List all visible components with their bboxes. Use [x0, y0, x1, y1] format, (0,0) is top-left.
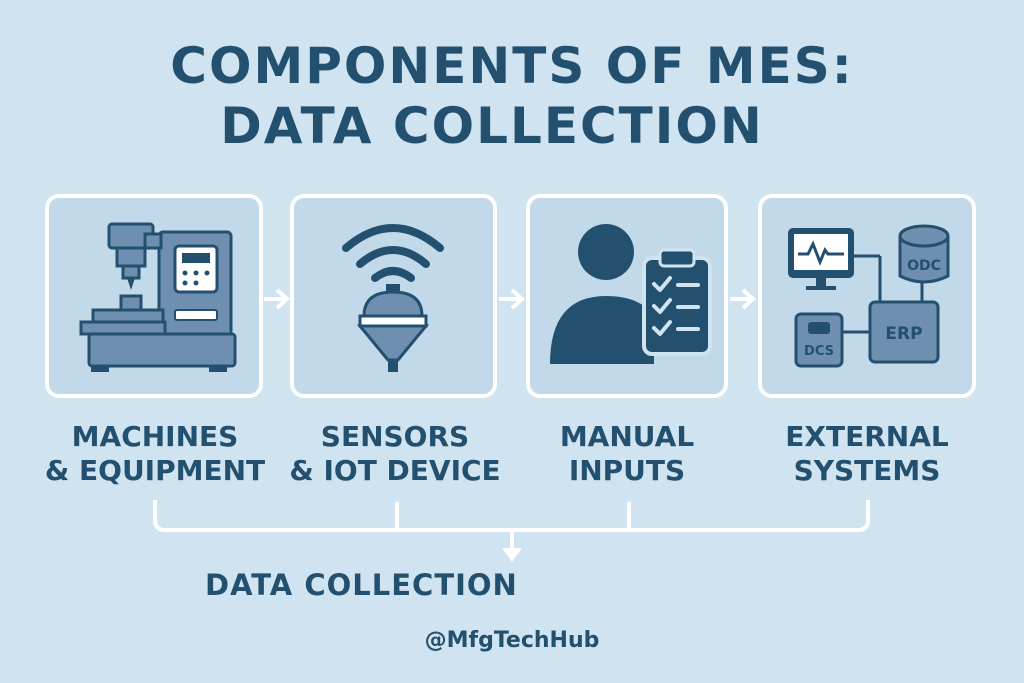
external-systems-label: EXTERNAL SYSTEMS	[757, 420, 977, 488]
odc-label: ODC	[907, 258, 941, 274]
manual-inputs-label: MANUAL INPUTS	[527, 420, 727, 488]
sensors-card	[290, 194, 497, 398]
page-title-line-2: DATA COLLECTION	[220, 97, 764, 155]
cnc-machine-icon	[79, 222, 237, 372]
machines-card	[45, 194, 263, 398]
machines-label-line-1: MACHINES	[71, 420, 239, 453]
arrow-right-icon	[730, 288, 756, 310]
sensors-label-line-1: SENSORS	[320, 420, 470, 453]
external-systems-label-line-2: SYSTEMS	[793, 454, 941, 487]
social-handle: @MfgTechHub	[424, 628, 600, 653]
manual-inputs-label-line-1: MANUAL	[559, 420, 695, 453]
machines-label: MACHINES & EQUIPMENT	[30, 420, 280, 488]
dcs-label: DCS	[804, 344, 834, 359]
arrow-right-icon	[264, 288, 290, 310]
manual-inputs-label-line-2: INPUTS	[568, 454, 686, 487]
arrow-right-icon	[499, 288, 525, 310]
sensors-label-line-2: & IOT DEVICE	[289, 454, 501, 487]
person-checklist-icon	[550, 224, 712, 364]
erp-label: ERP	[885, 324, 922, 344]
data-collection-label: DATA COLLECTION	[205, 568, 518, 602]
page-title-line-1: COMPONENTS OF MES:	[170, 37, 854, 95]
external-systems-card: ODC DCS ERP	[758, 194, 976, 398]
wireless-sensor-icon	[342, 224, 444, 372]
sensors-label: SENSORS & IOT DEVICE	[280, 420, 510, 488]
external-systems-network-icon: ODC DCS ERP	[788, 224, 950, 368]
manual-inputs-card	[526, 194, 728, 398]
arrow-down-icon	[502, 548, 522, 562]
external-systems-label-line-1: EXTERNAL	[785, 420, 949, 453]
machines-label-line-2: & EQUIPMENT	[44, 454, 266, 487]
